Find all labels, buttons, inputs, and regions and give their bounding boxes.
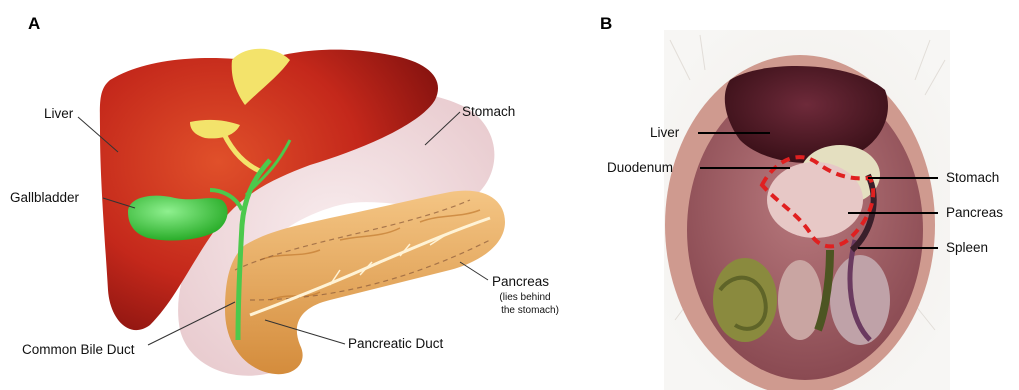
label-liver-b: Liver <box>650 125 679 140</box>
body-cavity <box>687 80 923 380</box>
label-spleen-b: Spleen <box>946 240 988 255</box>
label-pancreas-a: Pancreas <box>492 274 549 289</box>
label-pancreatic-duct-a: Pancreatic Duct <box>348 336 443 351</box>
pancreas-photo <box>767 162 863 238</box>
panel-b-leader-lines <box>698 133 938 248</box>
liver-photo <box>725 66 888 163</box>
panel-a-illustration <box>0 0 600 390</box>
label-gallbladder-a: Gallbladder <box>10 190 79 205</box>
spleen-photo <box>852 175 874 250</box>
panel-b-letter: B <box>600 14 612 34</box>
label-pancreas-note-line2: the stomach) <box>495 305 565 317</box>
pancreas-dashed-outline <box>762 157 873 246</box>
label-liver-a: Liver <box>44 106 73 121</box>
intestines-photo <box>713 240 890 345</box>
fur-texture <box>670 35 945 330</box>
skin-flap <box>665 55 935 390</box>
label-stomach-a: Stomach <box>462 104 515 119</box>
label-duodenum-b: Duodenum <box>607 160 673 175</box>
stomach-photo <box>800 145 880 205</box>
label-stomach-b: Stomach <box>946 170 999 185</box>
label-pancreas-b: Pancreas <box>946 205 1003 220</box>
photo-background <box>664 30 950 390</box>
label-pancreas-note-line1: (lies behind <box>495 292 555 304</box>
label-common-bile-duct-a: Common Bile Duct <box>22 342 135 357</box>
